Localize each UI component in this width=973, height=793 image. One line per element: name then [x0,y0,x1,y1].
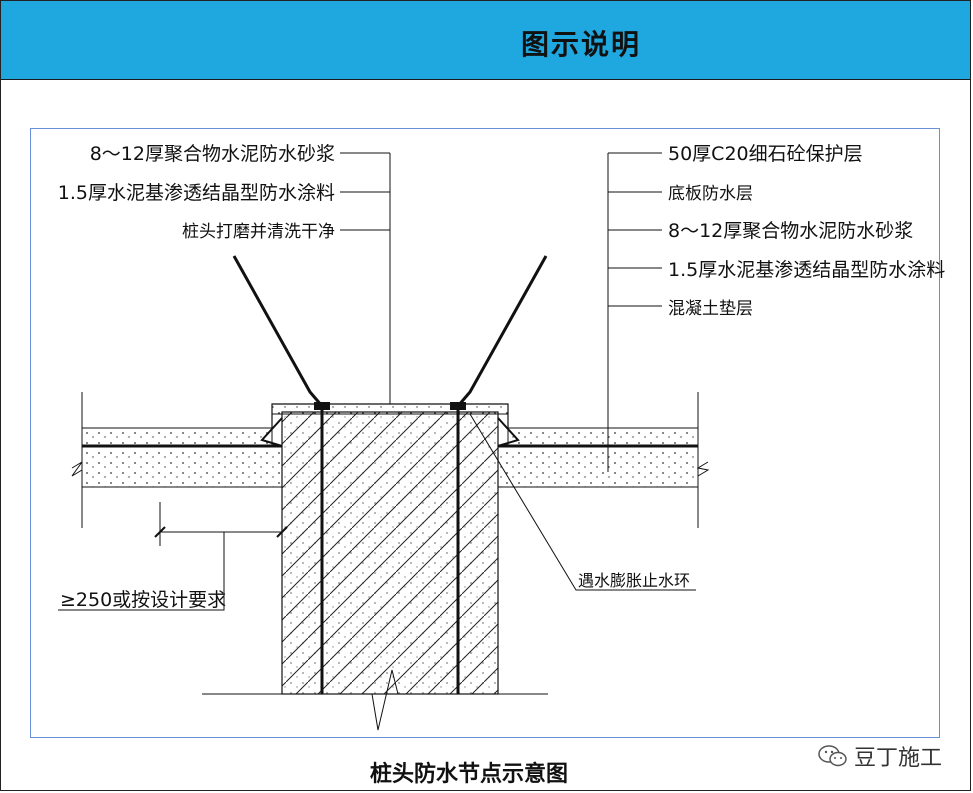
leaders-left [340,152,391,404]
header-bar: 图示说明 [1,1,970,80]
slab-layers-right [498,392,710,528]
label-left-mortar: 8～12厚聚合物水泥防水砂浆 [90,143,335,165]
slab-layers-left [71,392,282,528]
header-title: 图示说明 [521,28,642,61]
rebars [232,255,548,694]
label-left-grinding: 桩头打磨并清洗干净 [182,222,335,242]
label-right-bedding: 混凝土垫层 [668,299,753,319]
label-right-mortar: 8～12厚聚合物水泥防水砂浆 [668,220,913,242]
label-right-protection: 50厚C20细石砼保护层 [668,143,863,165]
label-right-coating: 1.5厚水泥基渗透结晶型防水涂料 [668,259,945,281]
label-waterstop: 遇水膨胀止水环 [578,571,690,590]
watermark-text: 豆丁施工 [854,746,943,771]
label-right-membrane: 底板防水层 [668,184,753,204]
watermark: 豆丁施工 [818,740,942,772]
label-dimension: ≥250或按设计要求 [60,589,226,611]
pile-body [281,411,499,695]
label-left-coating: 1.5厚水泥基渗透结晶型防水涂料 [58,182,335,204]
dimension-line [58,502,288,611]
break-line [202,669,548,731]
waterstop-leader [469,413,696,591]
drawing-border [30,128,940,738]
wechat-icon [818,745,847,767]
drawing-caption: 桩头防水节点示意图 [370,762,569,787]
leaders-right [607,152,662,472]
